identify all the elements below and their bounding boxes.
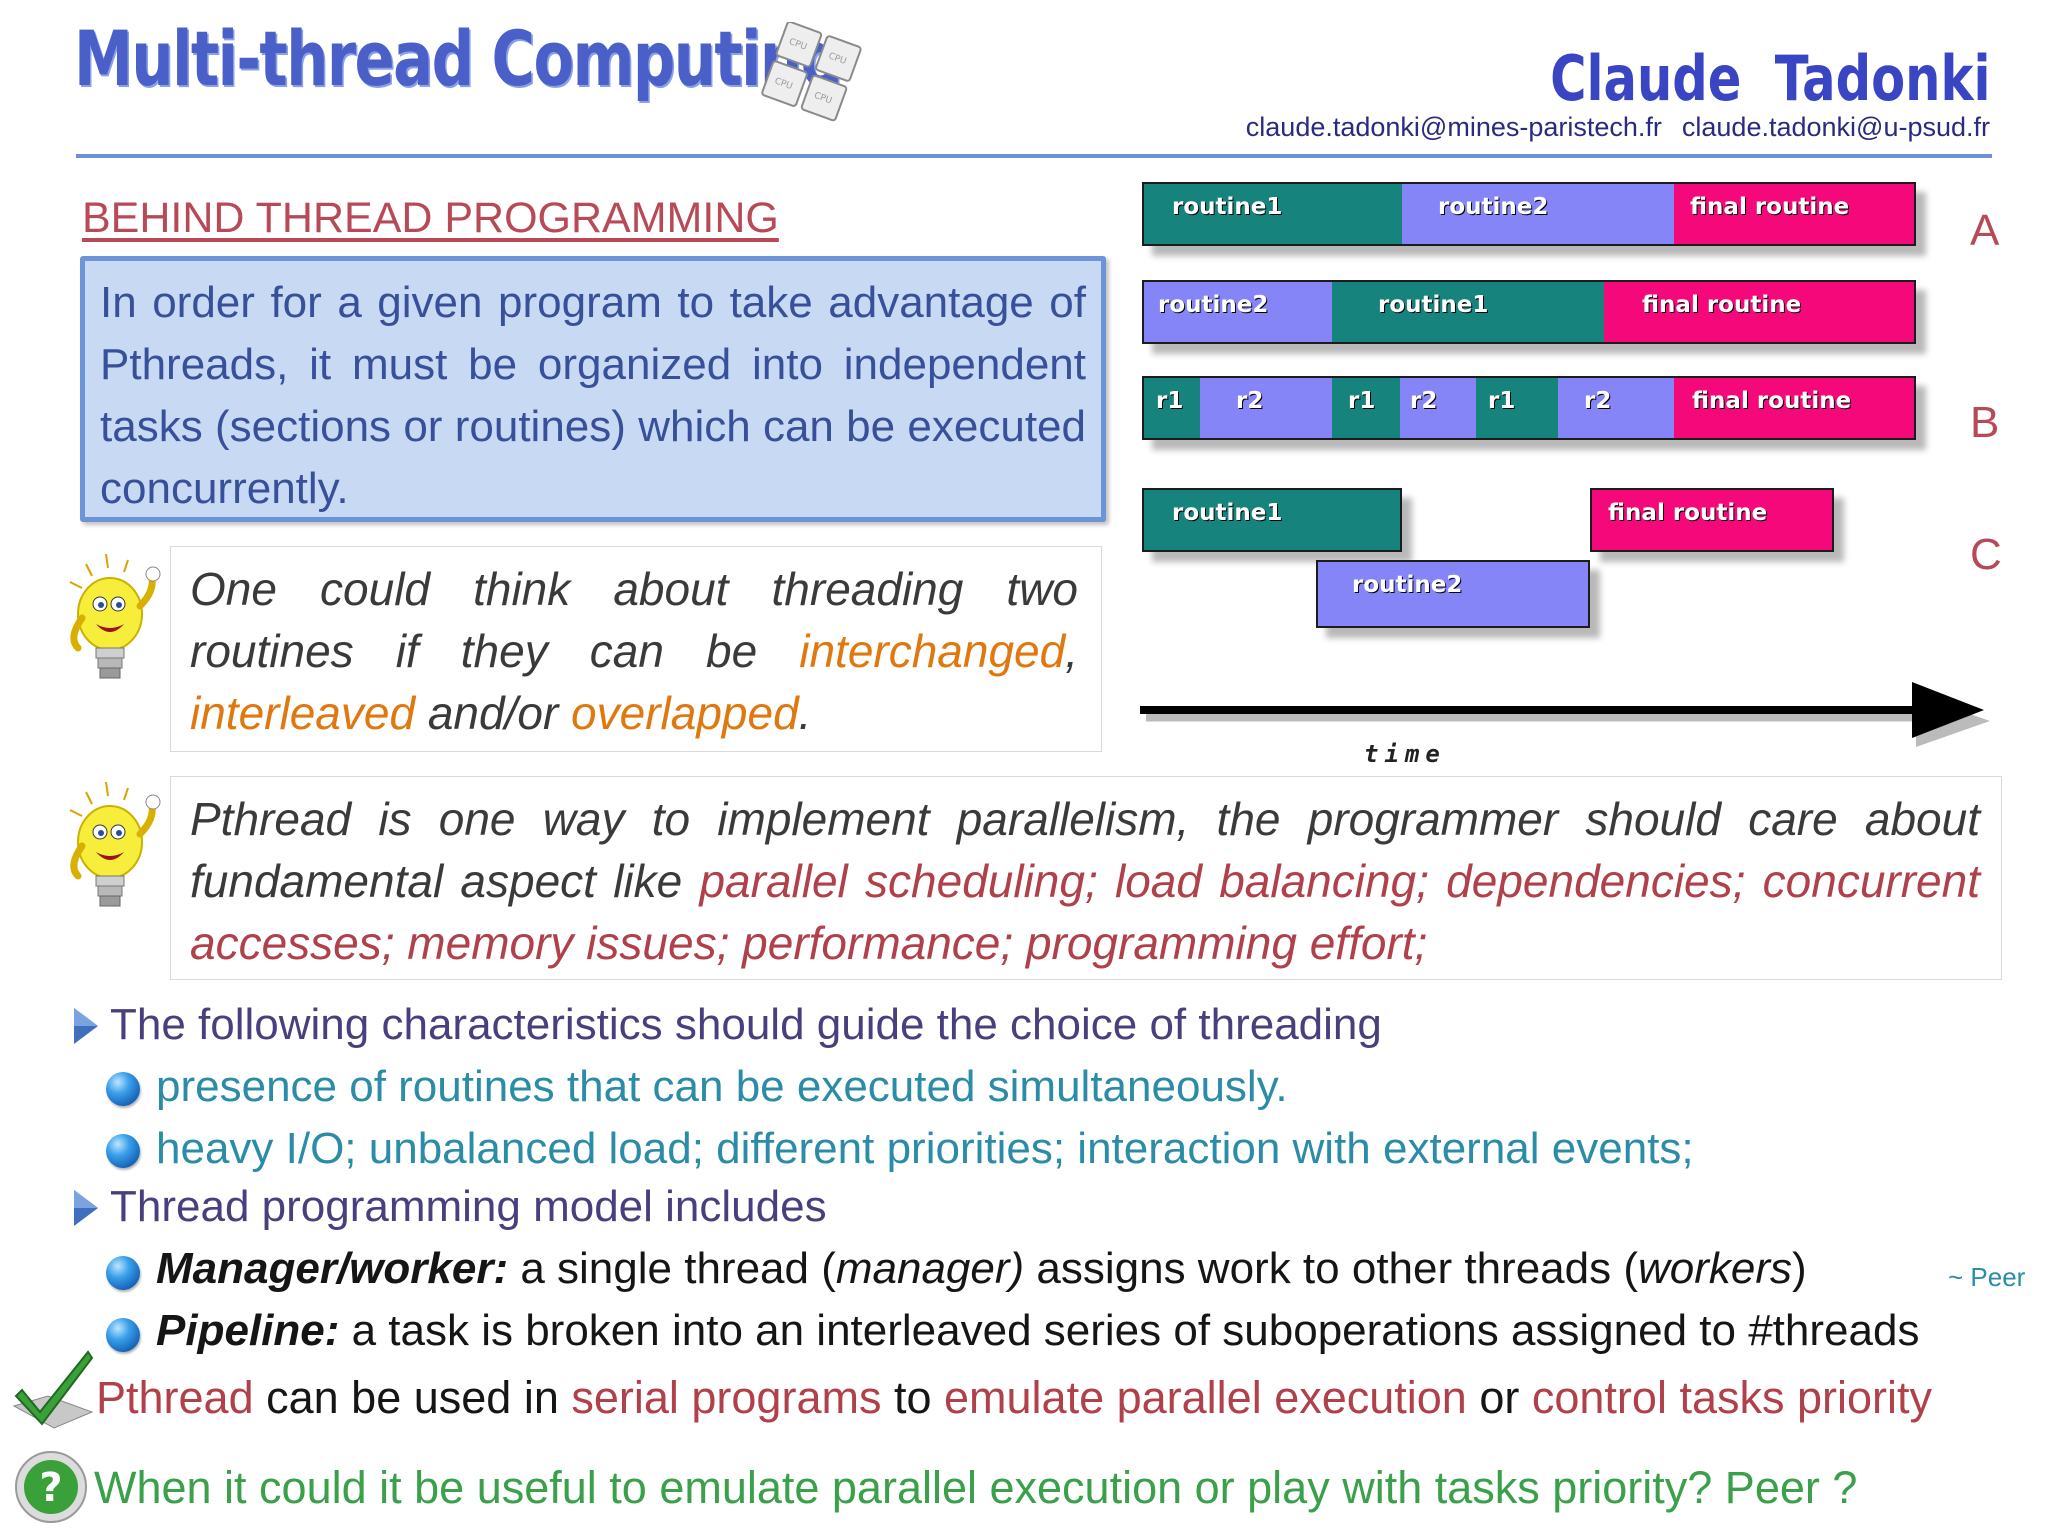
routine-segment: routine1 [1144, 490, 1400, 550]
routine-segment: r2 [1558, 378, 1674, 438]
bullet-dot-icon [106, 1134, 140, 1168]
time-arrow-icon [1140, 682, 1990, 747]
term-emulate-parallel: emulate parallel execution [944, 1372, 1467, 1423]
slide-title: Multi-thread Computing [74, 14, 843, 103]
timeline-row-c3: final routine [1590, 488, 1834, 552]
cpu-chips-icon: CPU CPU CPU CPU [761, 22, 862, 122]
question-icon: ? [15, 1451, 87, 1523]
routine-segment: routine2 [1318, 562, 1588, 626]
bullet-text: ) [1792, 1244, 1807, 1293]
note-interchange: One could think about threading two rout… [190, 558, 1078, 744]
author-emails: claude.tadonki@mines-paristech.fr claude.… [1226, 112, 1990, 143]
bullet-characteristics: The following characteristics should gui… [110, 1000, 1382, 1049]
author-name: Claude Tadonki [1549, 42, 1990, 115]
bullet-text: a single thread ( [508, 1244, 836, 1293]
routine-segment: routine2 [1402, 184, 1674, 244]
routine-segment: r2 [1200, 378, 1332, 438]
term-control-priority: control tasks priority [1531, 1372, 1932, 1423]
routine-segment: routine1 [1144, 184, 1402, 244]
final-routine-segment: final routine [1604, 282, 1914, 342]
note-parallelism: Pthread is one way to implement parallel… [190, 788, 1980, 974]
concerns-list: parallel scheduling; load balancing; dep… [190, 855, 1980, 969]
section-title: BEHIND THREAD PROGRAMMING [82, 194, 779, 242]
intro-box [80, 256, 1106, 522]
final-routine-segment: final routine [1674, 184, 1914, 244]
note-text: One could think about threading two rout… [190, 563, 1078, 677]
bullet-text: assigns work to other threads ( [1024, 1244, 1639, 1293]
email-link[interactable]: claude.tadonki@mines-paristech.fr [1245, 112, 1662, 142]
row-label-b: B [1970, 398, 2000, 447]
conclusion-text: or [1466, 1372, 1532, 1423]
routine-segment: r1 [1332, 378, 1400, 438]
conclusion-text: can be used in [253, 1372, 572, 1423]
header-divider [76, 154, 1992, 158]
timeline-row-c2: routine2 [1316, 560, 1590, 628]
term-manager: manager) [835, 1244, 1025, 1293]
bullet-model: Thread programming model includes [110, 1182, 827, 1231]
timeline-row-c1: routine1 [1142, 488, 1402, 552]
bullet-arrow-icon [74, 1008, 98, 1044]
note-text: , [1065, 625, 1078, 677]
timeline-row-b: r1 r2 r1 r2 r1 r2 final routine [1142, 376, 1916, 440]
discussion-question: When it could it be useful to emulate pa… [94, 1462, 1858, 1513]
bullet-dot-icon [106, 1072, 140, 1106]
routine-segment: r1 [1476, 378, 1558, 438]
term-serial-programs: serial programs [571, 1372, 882, 1423]
note-text: and/or [415, 687, 572, 739]
bullet-dot-icon [106, 1318, 140, 1352]
intro-text: In order for a given program to take adv… [100, 278, 1086, 513]
bullet-arrow-icon [74, 1190, 98, 1226]
term-pipeline: Pipeline: [156, 1306, 340, 1355]
sub-bullet: heavy I/O; unbalanced load; different pr… [156, 1124, 1694, 1173]
keyword-overlapped: overlapped [571, 687, 799, 739]
sub-bullet: presence of routines that can be execute… [156, 1062, 1288, 1111]
keyword-interchanged: interchanged [799, 625, 1066, 677]
routine-segment: routine1 [1332, 282, 1604, 342]
svg-text:?: ? [39, 1465, 62, 1511]
bullet-dot-icon [106, 1256, 140, 1290]
lightbulb-icon [69, 781, 161, 907]
routine-segment: r2 [1400, 378, 1476, 438]
final-routine-segment: final routine [1592, 490, 1832, 550]
sub-bullet-manager-worker: Manager/worker: a single thread (manager… [156, 1244, 1807, 1294]
row-label-a: A [1970, 206, 2000, 255]
lightbulb-icon [69, 553, 161, 679]
time-axis-label: time [1364, 740, 1446, 768]
timeline-row-a2: routine2 routine1 final routine [1142, 280, 1916, 344]
sub-bullet-pipeline: Pipeline: a task is broken into an inter… [156, 1306, 1919, 1356]
peer-note: ~ Peer [1948, 1262, 2026, 1292]
routine-segment: r1 [1144, 378, 1200, 438]
term-workers: workers [1638, 1244, 1793, 1293]
conclusion-text: to [881, 1372, 945, 1423]
email-link[interactable]: claude.tadonki@u-psud.fr [1681, 112, 1990, 142]
final-routine-segment: final routine [1674, 378, 1914, 438]
keyword-interleaved: interleaved [190, 687, 416, 739]
note-text: Pthread is one way to implement parallel… [190, 793, 1980, 907]
row-label-c: C [1970, 530, 2002, 579]
term-pthread: Pthread [96, 1372, 254, 1423]
note-box [170, 776, 2002, 980]
timeline-row-a1: routine1 routine2 final routine [1142, 182, 1916, 246]
bullet-text: a task is broken into an interleaved ser… [339, 1306, 1920, 1355]
conclusion-line: Pthread can be used in serial programs t… [96, 1372, 1932, 1424]
routine-segment: routine2 [1144, 282, 1332, 342]
note-box [170, 546, 1102, 752]
term-manager-worker: Manager/worker: [156, 1244, 509, 1293]
checkmark-icon [12, 1350, 94, 1429]
note-text: . [798, 687, 812, 739]
